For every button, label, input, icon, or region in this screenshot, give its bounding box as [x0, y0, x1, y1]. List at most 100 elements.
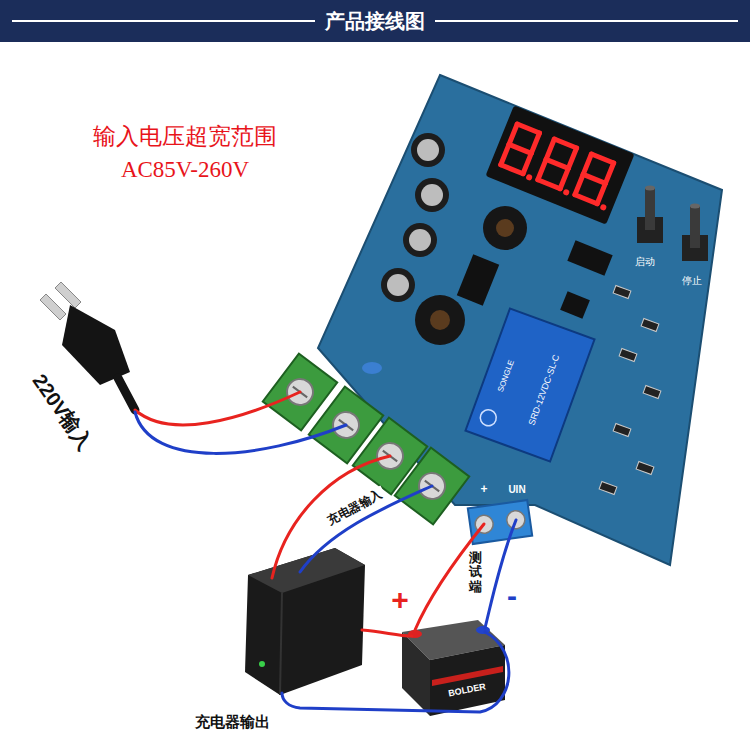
- led-segment: [546, 139, 554, 159]
- terminal-housing: [468, 500, 532, 544]
- led-segment: [583, 174, 605, 183]
- battery-stripe: [432, 666, 503, 686]
- led-segment: [605, 163, 613, 183]
- pin-label: UIN: [508, 484, 525, 496]
- led-dot: [562, 188, 570, 196]
- resistor: [636, 462, 654, 475]
- charger-input-wire: [272, 456, 390, 578]
- battery-side: [402, 632, 430, 716]
- capacitor-top: [387, 274, 409, 296]
- led-segment: [597, 183, 605, 203]
- button-cap: [645, 186, 655, 191]
- led-segment: [591, 154, 613, 163]
- led-segment: [501, 144, 509, 164]
- seven-segment-digit: [573, 154, 623, 211]
- led-segment: [546, 159, 568, 168]
- resistor: [613, 286, 631, 299]
- led-segment: [523, 153, 531, 173]
- led-segment: [554, 139, 576, 148]
- inductor: [415, 295, 465, 345]
- charger-output-wire: [282, 632, 509, 712]
- charger-body: [245, 548, 365, 695]
- led-dot: [525, 173, 533, 181]
- led-dot: [599, 203, 607, 211]
- capacitors: [381, 133, 449, 302]
- mains-live-wire: [135, 392, 300, 425]
- led-segment: [583, 154, 591, 174]
- resistor: [599, 482, 617, 495]
- led-segment: [501, 165, 523, 174]
- button-stem: [645, 188, 655, 230]
- silkscreen-label: 启动: [635, 256, 655, 268]
- led-segment: [509, 124, 517, 144]
- capacitor: [381, 268, 415, 302]
- inductor: [483, 206, 527, 250]
- led-segment: [538, 159, 546, 179]
- wires: [135, 392, 516, 712]
- mains-neutral-wire: [135, 412, 346, 453]
- resistor: [619, 349, 637, 362]
- inductor-core: [496, 219, 514, 237]
- led-segment: [531, 133, 539, 153]
- resistor: [641, 319, 659, 332]
- charger: [245, 548, 365, 695]
- led-segment: [538, 180, 560, 189]
- plug-prong: [40, 294, 66, 320]
- ic-chip: [457, 254, 499, 305]
- led-segment: [517, 124, 539, 133]
- relay: [465, 309, 594, 462]
- capacitor: [415, 178, 449, 212]
- led-segment: [575, 174, 583, 194]
- plug-cord: [118, 378, 135, 410]
- relay-body: [465, 309, 594, 462]
- button-cap: [690, 204, 700, 209]
- ceramic-capacitor: [362, 362, 382, 374]
- led-segment: [509, 144, 531, 153]
- regulator-chip: [560, 291, 590, 319]
- push-button: [682, 204, 708, 262]
- display-housing: [485, 105, 634, 224]
- spec-note: 输入电压超宽范围: [93, 124, 277, 150]
- polarity-sign: +: [391, 583, 409, 618]
- led-segment: [568, 148, 576, 168]
- ic-chip: [567, 240, 612, 275]
- page-title: 产品接线图: [325, 10, 425, 33]
- header-rule: [12, 20, 315, 22]
- pcb-board: [318, 75, 722, 565]
- charger-led: [259, 661, 265, 667]
- plug-body: [62, 305, 130, 385]
- push-button: [637, 186, 663, 244]
- button-stem: [690, 206, 700, 248]
- seven-segment-digit: [536, 139, 586, 196]
- spec-note: AC85V-260V: [121, 157, 249, 183]
- wire-label: 充电器输出: [195, 713, 270, 730]
- header-bar: [0, 0, 750, 42]
- silkscreen-label: 停止: [682, 275, 702, 287]
- pin-label: +: [480, 483, 487, 497]
- resistor: [643, 386, 661, 399]
- test-wire: [485, 520, 516, 628]
- relay-logo: [478, 407, 499, 428]
- polarity-sign: -: [507, 579, 517, 614]
- test-terminal: [468, 500, 532, 544]
- test-wire: [415, 524, 484, 630]
- inductor-core: [430, 310, 450, 330]
- capacitor-top: [417, 139, 439, 161]
- charger-top: [248, 548, 365, 593]
- charger-input-wire: [300, 486, 432, 572]
- capacitor: [403, 223, 437, 257]
- capacitor-top: [409, 229, 431, 251]
- plug-prong: [55, 282, 81, 308]
- capacitor-top: [421, 184, 443, 206]
- led-segment: [560, 168, 568, 188]
- charger-edge: [280, 593, 282, 695]
- resistor: [613, 424, 631, 437]
- wire-label: 220V输入: [28, 370, 97, 454]
- resistors: [599, 286, 661, 495]
- charger-output-wire: [362, 630, 412, 636]
- seven-segment-digit: [499, 124, 549, 181]
- led-display: [485, 105, 634, 224]
- led-segment: [575, 195, 597, 204]
